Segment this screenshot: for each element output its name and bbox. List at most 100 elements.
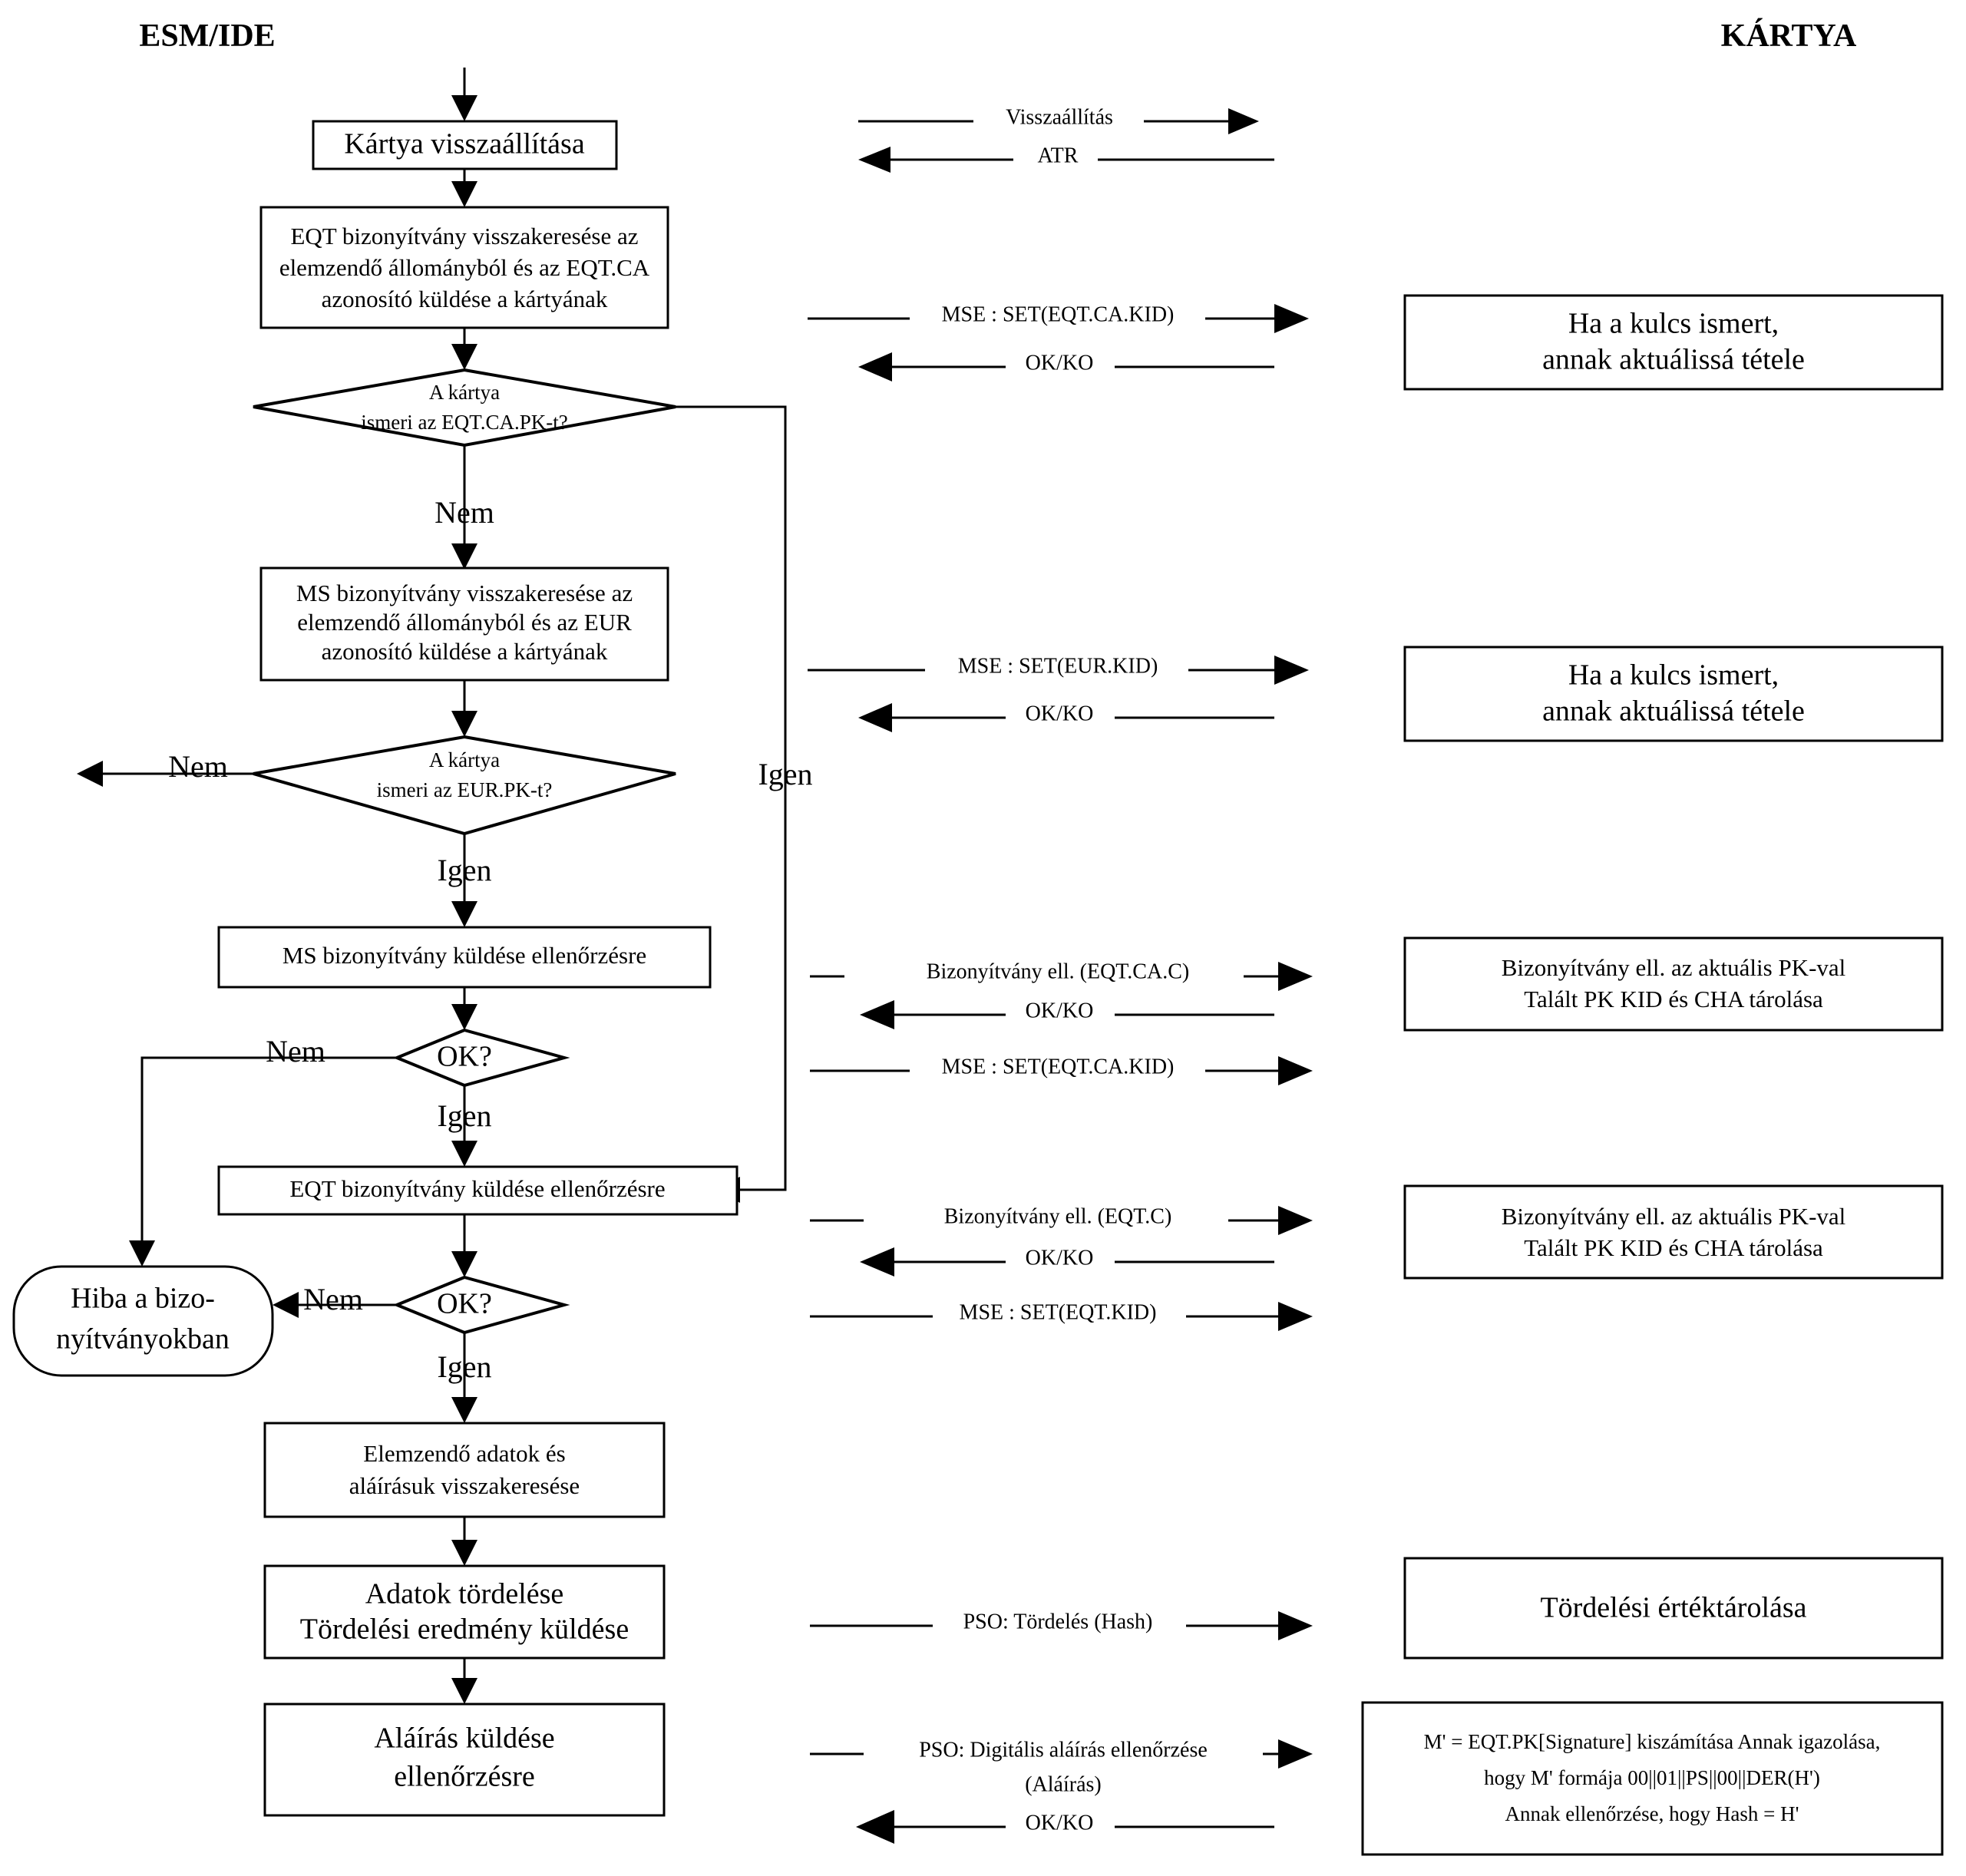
branch-label-igen-3: Igen <box>437 1098 491 1133</box>
card-node-key2-line1: Ha a kulcs ismert, <box>1568 659 1779 692</box>
connector-decision2-igen <box>451 834 477 927</box>
node-decision-eqtca-line1: A kártya <box>429 381 500 404</box>
card-node-key2[interactable]: Ha a kulcs ismert, annak aktuálissá téte… <box>1403 646 1944 742</box>
card-node-sign-line3: Annak ellenőrzése, hogy Hash = H' <box>1505 1802 1799 1825</box>
message-pso-sign-sub-label: (Aláírás) <box>1025 1772 1102 1796</box>
branch-label-nem-4: Nem <box>303 1282 363 1316</box>
branch-label-nem-2: Nem <box>168 749 228 784</box>
node-ms-send[interactable]: MS bizonyítvány küldése ellenőrzésre <box>217 926 712 989</box>
node-eqt-retrieve[interactable]: EQT bizonyítvány visszakeresése az elemz… <box>259 206 669 329</box>
node-data-retrieve-line2: aláírásuk visszakeresése <box>349 1472 580 1499</box>
node-hash[interactable]: Adatok tördelése Tördelési eredmény küld… <box>263 1564 666 1660</box>
node-decision-eur-line1: A kártya <box>429 748 500 771</box>
node-sign-send-line2: ellenőrzésre <box>394 1761 535 1793</box>
node-eqt-retrieve-line3: azonosító küldése a kártyának <box>322 286 608 312</box>
message-mse-set-eqt-kid: MSE : SET(EQT.KID) <box>810 1300 1313 1331</box>
connector-eqt-retrieve-to-decision1 <box>451 325 477 370</box>
node-eqt-retrieve-line1: EQT bizonyítvány visszakeresése az <box>290 223 638 249</box>
node-error-line2: nyítványokban <box>56 1323 230 1356</box>
message-pso-hash: PSO: Tördelés (Hash) <box>810 1610 1313 1640</box>
message-cert-eqtcac: Bizonyítvány ell. (EQT.CA.C) <box>810 959 1313 991</box>
message-okko-5-label: OK/KO <box>1026 1811 1094 1835</box>
message-okko-4-label: OK/KO <box>1026 1246 1094 1270</box>
node-decision-ok1-label: OK? <box>437 1041 492 1073</box>
message-okko-2-label: OK/KO <box>1026 702 1094 725</box>
node-reset[interactable]: Kártya visszaállítása <box>312 120 618 170</box>
connector-reset-to-eqt-retrieve <box>451 167 477 207</box>
branch-label-nem-3: Nem <box>266 1034 325 1068</box>
message-cert-eqtc: Bizonyítvány ell. (EQT.C) <box>810 1204 1313 1235</box>
node-data-retrieve-line1: Elemzendő adatok és <box>363 1440 565 1467</box>
card-node-cert1-line1: Bizonyítvány ell. az aktuális PK-val <box>1502 954 1846 981</box>
card-node-cert2[interactable]: Bizonyítvány ell. az aktuális PK-val Tal… <box>1403 1184 1944 1280</box>
node-ms-retrieve-line2: elemzendő állományból és az EUR <box>297 609 632 636</box>
connector-hash-to-sign <box>451 1658 477 1704</box>
node-eqt-retrieve-line2: elemzendő állományból és az EQT.CA <box>279 254 650 281</box>
node-sign-send-line1: Aláírás küldése <box>374 1722 554 1755</box>
message-pso-hash-label: PSO: Tördelés (Hash) <box>963 1610 1153 1633</box>
message-atr-label: ATR <box>1038 144 1079 167</box>
connector-ok1-igen <box>451 1085 477 1167</box>
lane-title-right: KÁRTYA <box>1721 18 1857 54</box>
card-node-key1[interactable]: Ha a kulcs ismert, annak aktuálissá téte… <box>1403 294 1944 391</box>
node-data-retrieve[interactable]: Elemzendő adatok és aláírásuk visszakere… <box>263 1422 666 1518</box>
branch-label-igen-4: Igen <box>437 1349 491 1384</box>
node-ms-retrieve-line3: azonosító küldése a kártyának <box>322 638 608 665</box>
node-hash-line1: Adatok tördelése <box>365 1578 564 1610</box>
message-cert-eqtc-label: Bizonyítvány ell. (EQT.C) <box>944 1204 1172 1228</box>
message-okko-1: OK/KO <box>858 351 1274 381</box>
message-visszaallitas-label: Visszaállítás <box>1006 105 1113 129</box>
message-okko-2: OK/KO <box>858 702 1274 732</box>
connector-decision1-nem <box>451 445 477 570</box>
message-mse-set-eqtca-kid-2: MSE : SET(EQT.CA.KID) <box>810 1055 1313 1085</box>
node-decision-ok1[interactable]: OK? <box>392 1028 570 1088</box>
node-decision-ok2-label: OK? <box>437 1288 492 1320</box>
branch-label-igen-2: Igen <box>437 853 491 887</box>
message-visszaallitas: Visszaállítás <box>858 105 1259 134</box>
card-node-cert1-line2: Talált PK KID és CHA tárolása <box>1524 986 1823 1012</box>
message-cert-eqtcac-label: Bizonyítvány ell. (EQT.CA.C) <box>927 959 1189 983</box>
connector-ms-retrieve-to-decision2 <box>451 679 477 737</box>
node-error-line1: Hiba a bizo- <box>71 1283 215 1315</box>
connector-ok2-nem <box>273 1292 397 1318</box>
message-mse-set-eqt-kid-label: MSE : SET(EQT.KID) <box>960 1300 1157 1324</box>
message-mse-set-eqtca-kid-2-label: MSE : SET(EQT.CA.KID) <box>942 1055 1175 1078</box>
card-node-cert2-line2: Talált PK KID és CHA tárolása <box>1524 1234 1823 1261</box>
branch-label-igen-1: Igen <box>758 757 812 791</box>
node-ms-retrieve[interactable]: MS bizonyítvány visszakeresése az elemze… <box>259 566 669 682</box>
node-eqt-send[interactable]: EQT bizonyítvány küldése ellenőrzésre <box>217 1165 738 1216</box>
card-node-cert1[interactable]: Bizonyítvány ell. az aktuális PK-val Tal… <box>1403 936 1944 1032</box>
card-node-key1-line2: annak aktuálissá tétele <box>1542 344 1805 376</box>
node-sign-send[interactable]: Aláírás küldése ellenőrzésre <box>263 1703 666 1817</box>
node-decision-eqtca[interactable]: A kártya ismeri az EQT.CA.PK-t? <box>253 368 676 448</box>
node-decision-eur[interactable]: A kártya ismeri az EUR.PK-t? <box>253 735 676 836</box>
connector-ms-send-to-ok1 <box>451 986 477 1030</box>
card-node-sign-line2: hogy M' formája 00||01||PS||00||DER(H') <box>1484 1766 1820 1789</box>
message-pso-sign: PSO: Digitális aláírás ellenőrzése (Aláí… <box>810 1738 1313 1796</box>
connector-decision1-igen <box>676 405 787 1203</box>
message-okko-1-label: OK/KO <box>1026 351 1094 375</box>
message-atr: ATR <box>858 144 1274 173</box>
message-pso-sign-label: PSO: Digitális aláírás ellenőrzése <box>919 1738 1208 1762</box>
card-node-hash[interactable]: Tördelési értéktárolása <box>1403 1557 1944 1660</box>
connector-ok1-nem <box>129 1056 397 1267</box>
message-mse-set-eur-kid: MSE : SET(EUR.KID) <box>808 654 1309 685</box>
message-okko-3: OK/KO <box>860 999 1274 1029</box>
card-node-sign-line1: M' = EQT.PK[Signature] kiszámítása Annak… <box>1424 1730 1881 1753</box>
card-node-key2-line2: annak aktuálissá tétele <box>1542 695 1805 728</box>
connector-decision2-nem <box>77 761 253 787</box>
message-mse-set-eur-kid-label: MSE : SET(EUR.KID) <box>958 654 1158 678</box>
message-okko-5: OK/KO <box>856 1810 1274 1844</box>
node-reset-label: Kártya visszaállítása <box>344 128 585 160</box>
node-ms-send-label: MS bizonyítvány küldése ellenőrzésre <box>283 942 646 969</box>
connector-eqt-send-to-ok2 <box>451 1213 477 1277</box>
message-mse-set-eqtca-kid: MSE : SET(EQT.CA.KID) <box>808 302 1309 333</box>
node-error-terminal[interactable]: Hiba a bizo- nyítványokban <box>12 1265 274 1377</box>
node-decision-ok2[interactable]: OK? <box>392 1275 570 1335</box>
card-node-sign[interactable]: M' = EQT.PK[Signature] kiszámítása Annak… <box>1361 1701 1944 1856</box>
node-eqt-send-label: EQT bizonyítvány küldése ellenőrzésre <box>289 1175 665 1202</box>
branch-label-nem-1: Nem <box>435 495 494 530</box>
node-decision-eqtca-line2: ismeri az EQT.CA.PK-t? <box>361 411 567 434</box>
message-mse-set-eqtca-kid-label: MSE : SET(EQT.CA.KID) <box>942 302 1175 326</box>
